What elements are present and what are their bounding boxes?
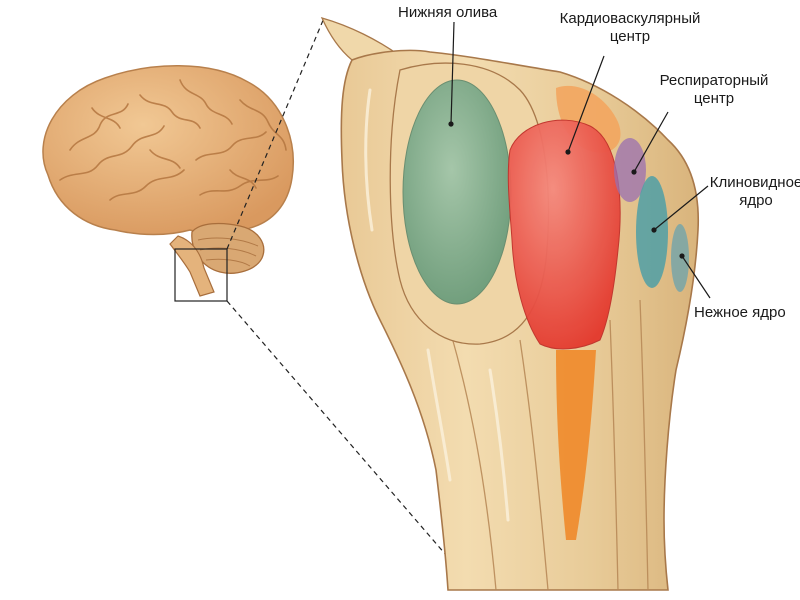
callout-line-bottom: [226, 300, 447, 556]
inferior-olive: [402, 79, 512, 305]
label-cuneate-line2: ядро: [739, 192, 773, 209]
leader-cuneate: [653, 185, 709, 231]
label-respiratory-center: Респираторный центр: [654, 72, 774, 108]
leader-respiratory: [633, 111, 669, 173]
cardiovascular-center: [507, 119, 621, 350]
point-cuneate: [651, 227, 657, 233]
leader-cardiovascular: [567, 55, 605, 153]
label-respiratory-line2: центр: [693, 90, 735, 107]
medulla-oblongata: [320, 16, 700, 591]
label-respiratory-line1: Респираторный: [659, 72, 769, 89]
label-cuneate-line1: Клиновидное: [709, 174, 800, 191]
point-inferior-olive: [448, 121, 454, 127]
cuneate-nucleus: [636, 176, 668, 288]
point-cardiovascular: [565, 149, 571, 155]
point-gracile: [679, 253, 685, 259]
spinal-tract: [556, 350, 596, 540]
leader-gracile: [681, 255, 711, 299]
label-cardiovascular-center: Кардиоваскулярный центр: [550, 10, 710, 46]
leader-inferior-olive: [450, 21, 455, 125]
label-gracile-nucleus: Нежное ядро: [694, 304, 786, 321]
point-respiratory: [631, 169, 637, 175]
gracile-nucleus: [671, 224, 689, 292]
label-cardiovascular-line2: центр: [609, 28, 651, 45]
label-cardiovascular-line1: Кардиоваскулярный: [559, 10, 701, 27]
label-inferior-olive: Нижняя олива: [398, 4, 498, 21]
callout-line-top: [226, 17, 325, 250]
respiratory-center: [614, 138, 646, 202]
label-cuneate-nucleus: Клиновидное ядро: [706, 174, 800, 210]
zoom-box: [174, 248, 228, 302]
